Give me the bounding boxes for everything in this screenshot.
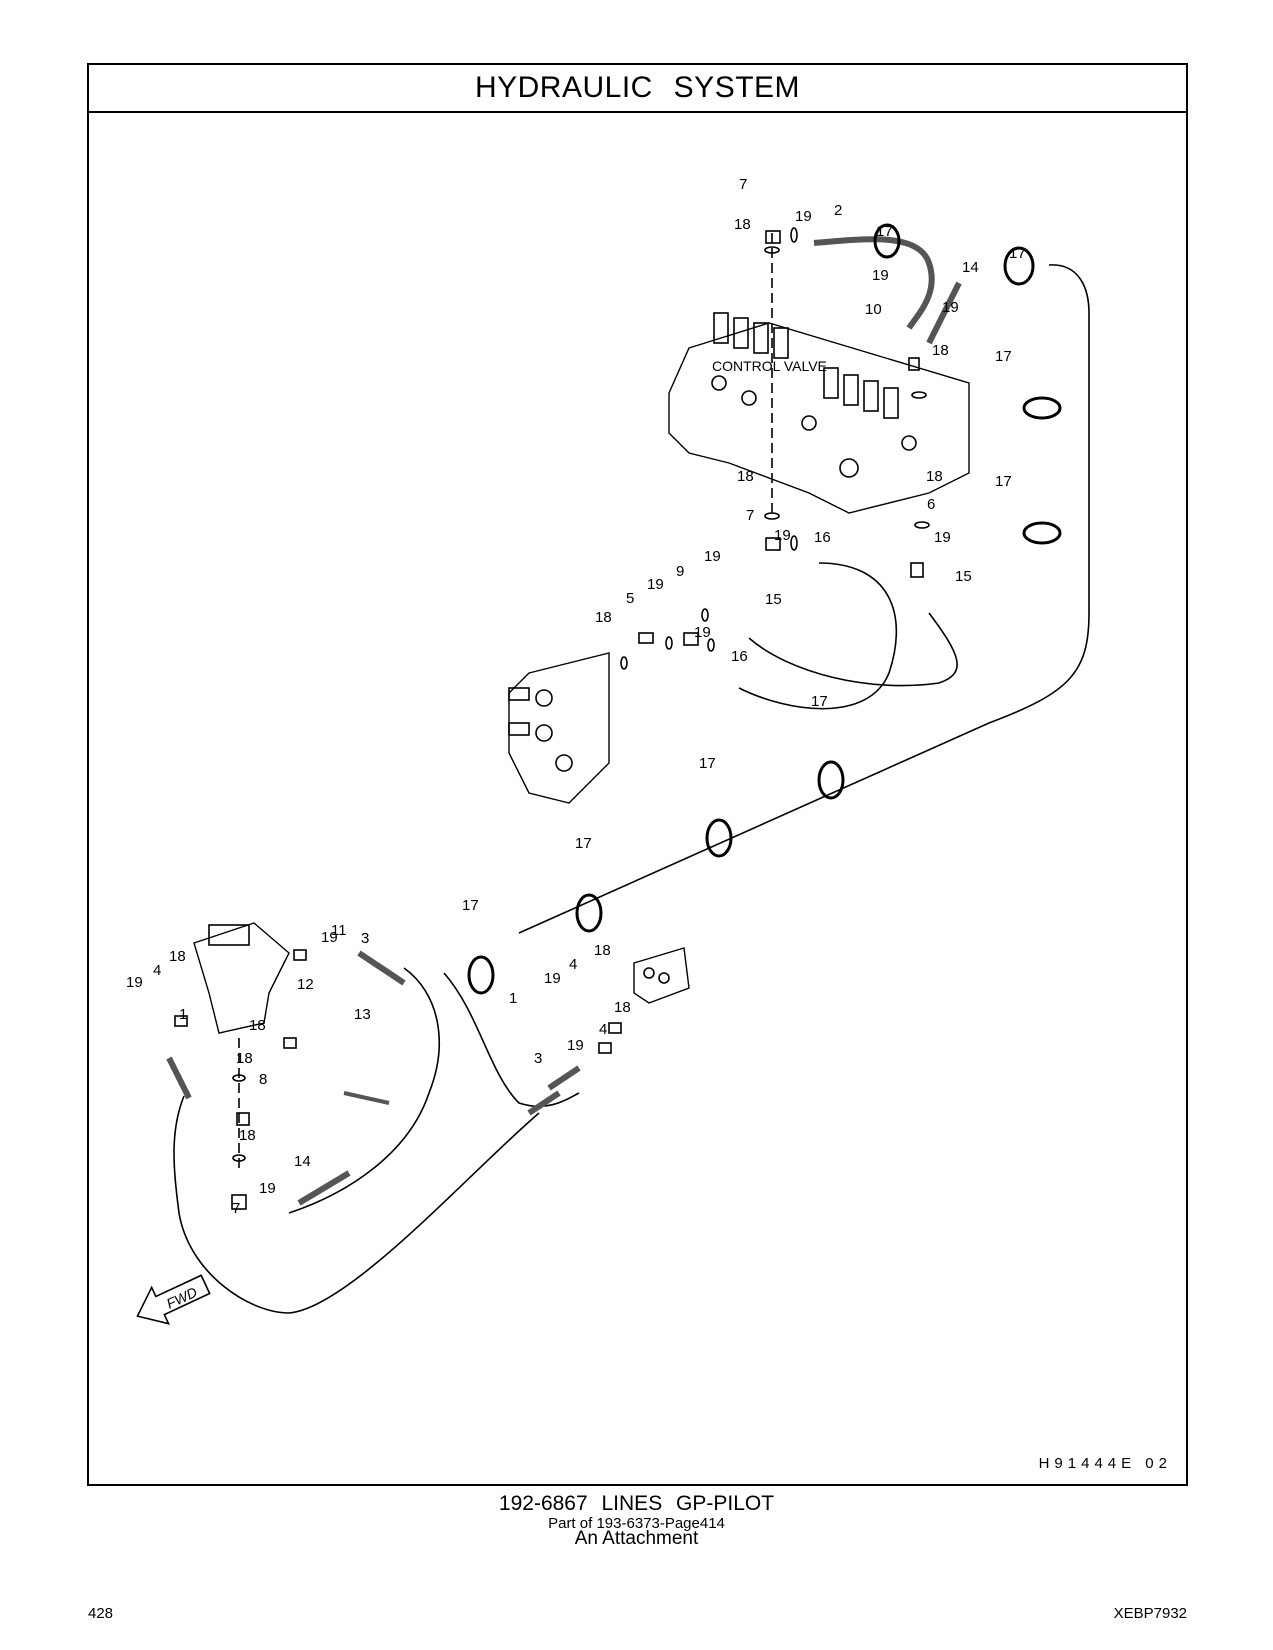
callout: 19 bbox=[259, 1180, 276, 1197]
callout: 3 bbox=[361, 930, 369, 947]
callout: 18 bbox=[737, 468, 754, 485]
callout: 12 bbox=[297, 976, 314, 993]
callout: 7 bbox=[232, 1200, 240, 1217]
callout: 18 bbox=[614, 999, 631, 1016]
callout: 18 bbox=[236, 1050, 253, 1067]
callout: 7 bbox=[739, 176, 747, 193]
callout: 16 bbox=[731, 648, 748, 665]
callout: 14 bbox=[294, 1153, 311, 1170]
callout: 4 bbox=[153, 962, 161, 979]
fwd-label: FWD bbox=[164, 1284, 200, 1312]
callout: 17 bbox=[699, 755, 716, 772]
callout: 17 bbox=[995, 348, 1012, 365]
callout: 18 bbox=[169, 948, 186, 965]
callout: 6 bbox=[927, 496, 935, 513]
callout: 18 bbox=[926, 468, 943, 485]
callout: 19 bbox=[774, 527, 791, 544]
callout: 19 bbox=[795, 208, 812, 225]
callout: 15 bbox=[955, 568, 972, 585]
diagram-frame: HYDRAULIC SYSTEM bbox=[87, 63, 1188, 1486]
callout: 14 bbox=[962, 259, 979, 276]
callout: 17 bbox=[462, 897, 479, 914]
callout: 10 bbox=[865, 301, 882, 318]
callout: 17 bbox=[811, 693, 828, 710]
part-of-reference: Part of 193-6373-Page414 bbox=[548, 1515, 725, 1532]
callout: 19 bbox=[934, 529, 951, 546]
callout: 4 bbox=[599, 1021, 607, 1038]
callout: 7 bbox=[746, 507, 754, 524]
callout: 19 bbox=[321, 929, 338, 946]
callout: 1 bbox=[179, 1006, 187, 1023]
callout: 18 bbox=[239, 1127, 256, 1144]
callout: 19 bbox=[942, 299, 959, 316]
callout: 17 bbox=[1009, 245, 1026, 262]
callout: 4 bbox=[569, 956, 577, 973]
attachment-note: An Attachment bbox=[574, 1528, 699, 1549]
callout: 19 bbox=[704, 548, 721, 565]
forward-arrow-icon: FWD bbox=[136, 1274, 211, 1325]
callout: 11 bbox=[331, 922, 347, 939]
callout: 9 bbox=[676, 563, 684, 580]
pilot-line bbox=[738, 562, 898, 710]
callout: 13 bbox=[354, 1006, 371, 1023]
callout: 18 bbox=[594, 942, 611, 959]
pilot-line bbox=[443, 972, 580, 1108]
callout: 18 bbox=[932, 342, 949, 359]
pilot-line bbox=[518, 264, 1090, 934]
callout: 18 bbox=[734, 216, 751, 233]
exploded-view-drawing: FWD CONTROL VALVE 7 18 19 2 17 17 14 19 … bbox=[89, 113, 1186, 1484]
callout: 18 bbox=[595, 609, 612, 626]
callout: 15 bbox=[765, 591, 782, 608]
control-valve-label: CONTROL VALVE bbox=[712, 358, 827, 374]
pilot-line bbox=[748, 612, 958, 687]
callout: 18 bbox=[249, 1017, 266, 1034]
callout: 2 bbox=[834, 202, 842, 219]
callout-labels: 7 18 19 2 17 17 14 19 19 10 18 17 18 18 … bbox=[126, 176, 1026, 1217]
callout: 19 bbox=[544, 970, 561, 987]
page-number: 428 bbox=[88, 1605, 114, 1622]
callout: 19 bbox=[567, 1037, 584, 1054]
pilot-line bbox=[288, 967, 440, 1214]
drawing-reference: H91444E 02 bbox=[1038, 1455, 1172, 1472]
page-title: HYDRAULIC SYSTEM bbox=[474, 71, 801, 104]
part-title: 192-6867 LINES GP-PILOT bbox=[498, 1492, 775, 1515]
title-bar: HYDRAULIC SYSTEM bbox=[89, 65, 1186, 113]
callout: 17 bbox=[876, 223, 893, 240]
document-number: XEBP7932 bbox=[1113, 1605, 1187, 1622]
parts-diagram: FWD CONTROL VALVE 7 18 19 2 17 17 14 19 … bbox=[126, 176, 1090, 1325]
callout: 16 bbox=[814, 529, 831, 546]
callout: 8 bbox=[259, 1071, 267, 1088]
callout: 3 bbox=[534, 1050, 542, 1067]
callout: 1 bbox=[509, 990, 517, 1007]
callout: 19 bbox=[126, 974, 143, 991]
callout: 5 bbox=[626, 590, 634, 607]
callout: 17 bbox=[575, 835, 592, 852]
callout: 19 bbox=[872, 267, 889, 284]
callout: 19 bbox=[647, 576, 664, 593]
callout: 17 bbox=[995, 473, 1012, 490]
callout: 19 bbox=[694, 624, 711, 641]
pilot-line bbox=[173, 1095, 540, 1314]
